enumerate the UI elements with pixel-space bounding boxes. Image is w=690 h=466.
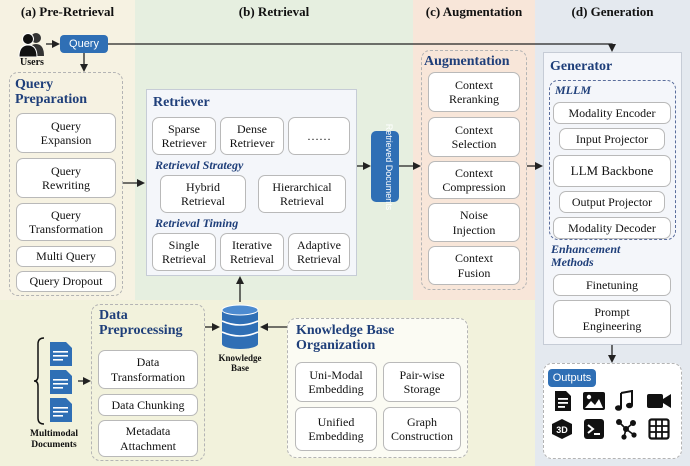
panel-title-generation: (d) Generation (571, 4, 654, 19)
llm-backbone: LLM Backbone (553, 155, 671, 187)
multimodal-documents-icon (34, 337, 72, 425)
table-icon (648, 418, 670, 440)
music-icon (615, 390, 633, 411)
retrieval-timing-label: Retrieval Timing (155, 216, 239, 230)
retrieved-documents-pill (371, 131, 399, 202)
generator-title: Generator (550, 59, 613, 74)
augmentation-title: Augmentation (424, 54, 510, 69)
users-label: Users (20, 57, 44, 68)
query-dropout: Query Dropout (16, 271, 116, 292)
outputs-pill: Outputs (548, 369, 596, 387)
knowledge-base-database-icon (221, 304, 259, 349)
multi-query: Multi Query (16, 246, 116, 267)
panel-title-retrieval: (b) Retrieval (238, 4, 310, 19)
output-projector: Output Projector (559, 191, 665, 213)
retriever-title: Retriever (153, 95, 210, 110)
input-projector: Input Projector (559, 128, 665, 150)
query-pill: Query (60, 35, 108, 53)
users-icon (18, 33, 44, 57)
data-chunking: Data Chunking (98, 394, 198, 416)
panel-title-pre-retrieval: (a) Pre-Retrieval (20, 4, 115, 19)
mllm-label: MLLM (555, 83, 591, 97)
arrow-query-to-generator (108, 43, 616, 52)
video-icon (647, 394, 671, 408)
retrieval-strategy-label: Retrieval Strategy (155, 158, 244, 172)
more-retrievers: …… (288, 117, 350, 155)
image-icon (583, 392, 605, 410)
augmentation-box (421, 50, 527, 290)
finetuning: Finetuning (553, 274, 671, 296)
query-preparation-box (9, 72, 123, 296)
mllm-box (549, 80, 676, 240)
modality-decoder: Modality Decoder (553, 217, 671, 239)
3d-icon: 3D (552, 419, 572, 439)
document-icon (555, 391, 571, 411)
code-icon (584, 419, 604, 439)
modality-encoder: Modality Encoder (553, 102, 671, 124)
panel-title-augmentation: (c) Augmentation (425, 4, 523, 19)
3d-icon-text: 3D (556, 425, 568, 435)
graph-icon (616, 419, 637, 440)
data-preprocessing-box (91, 304, 205, 461)
